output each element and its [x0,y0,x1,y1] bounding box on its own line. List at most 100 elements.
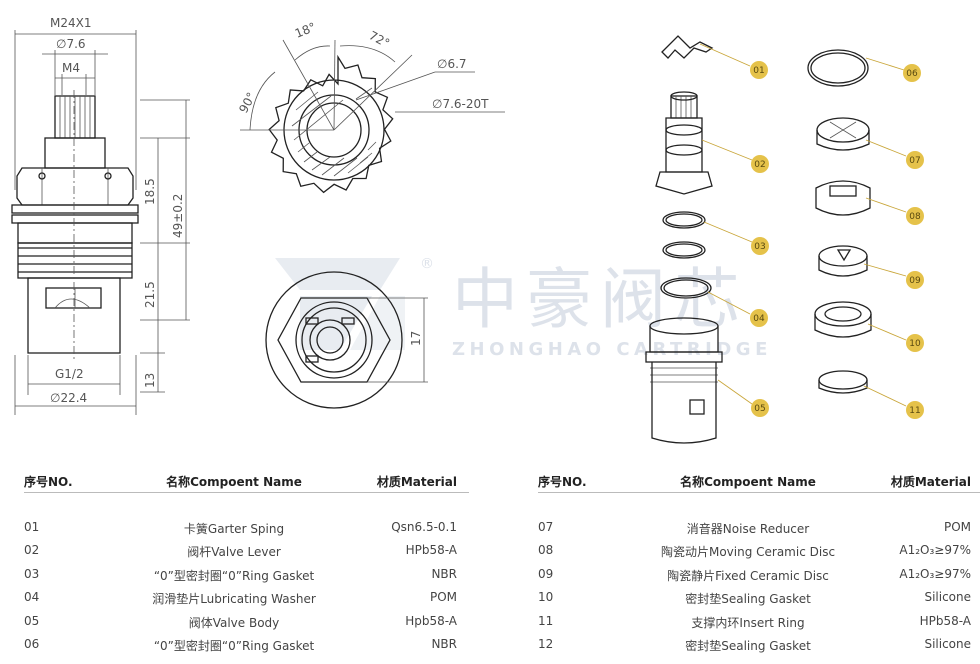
callouts: 01 02 03 04 05 06 07 08 09 10 11 [699,43,924,419]
dim-17: 17 [409,331,423,346]
callout-01 [750,61,768,79]
callout-07-label: 07 [909,156,920,166]
table-row: 07 消音器Noise Reducer POM [538,516,980,539]
callout-07 [906,151,924,169]
callout-05 [751,399,769,417]
cell-name: 阀杆Valve Lever [187,545,281,560]
table-row: 02 阀杆Valve Lever HPb58-A [24,539,469,562]
cell-no: 10 [538,590,554,605]
cell-name: “0”型密封圈“0”Ring Gasket [153,638,315,653]
watermark: ® 中豪阀芯 ZHONGHAO CARTRIDGE [275,256,772,360]
cell-name: 密封垫Sealing Gasket [685,592,811,607]
watermark-brand-cn: 中豪阀芯 [452,261,748,338]
header-no: 序号NO. [538,475,587,489]
callout-08-label: 08 [909,212,921,222]
callout-02-label: 02 [754,160,765,170]
cell-no: 06 [24,636,40,651]
cell-name: 陶瓷静片Fixed Ceramic Disc [667,568,829,583]
cell-material: Qsn6.5-0.1 [391,520,457,534]
table-row: 09 陶瓷静片Fixed Ceramic Disc A1₂O₃≥97% [538,563,980,586]
dim-angle-72: 72° [367,28,392,50]
cell-name: 陶瓷动片Moving Ceramic Disc [660,545,836,560]
exploded-view [645,35,872,444]
callout-09 [906,271,924,289]
side-view: M24X1 ∅7.6 M4 [11,16,190,415]
callout-10 [906,334,924,352]
dim-18-5: 18.5 [143,178,157,205]
dim-angle-18: 18° [293,20,318,41]
table-row: 12 密封垫Sealing Gasket Silicone [538,633,980,656]
watermark-brand-en: ZHONGHAO CARTRIDGE [452,339,772,360]
table-row: 04 润滑垫片Lubricating Washer POM [24,586,469,609]
cell-name: 支撑内环Insert Ring [691,615,805,630]
cell-material: HPb58-A [919,613,971,628]
callout-02 [751,155,769,173]
callout-09-label: 09 [909,276,921,286]
cell-material: POM [429,590,457,605]
table-row: 01 卡簧Garter Sping Qsn6.5-0.1 [24,516,469,539]
cell-material: Silicone [924,636,971,651]
callout-10-label: 10 [909,339,921,349]
cell-no: 02 [24,543,40,558]
cell-material: Hpb58-A [405,613,457,628]
callout-06-label: 06 [906,69,918,79]
cell-no: 01 [24,520,40,534]
cell-no: 04 [24,590,40,605]
callout-08 [906,207,924,225]
cell-material: A1₂O₃≥97% [899,566,971,581]
table-header: 序号NO. 名称Compoent Name 材质Material [24,470,469,493]
dim-21-5: 21.5 [143,281,157,308]
parts-table-right: 序号NO. 名称Compoent Name 材质Material 07 消音器No… [538,470,980,656]
callout-04-label: 04 [753,314,765,324]
callout-03-label: 03 [754,242,765,252]
watermark-registered: ® [420,256,434,272]
parts-table-left: 序号NO. 名称Compoent Name 材质Material 01 卡簧Gar… [24,470,469,656]
table-row: 03 “0”型密封圈“0”Ring Gasket NBR [24,563,469,586]
cell-name: 卡簧Garter Sping [183,522,285,536]
cell-name: “0”型密封圈“0”Ring Gasket [153,568,315,583]
cell-no: 08 [538,543,554,558]
table-row: 10 密封垫Sealing Gasket Silicone [538,586,980,609]
top-view-spline: 18° 72° 90° ∅6.7 ∅7.6-20T [236,20,505,194]
callout-04 [750,309,768,327]
cell-material: HPb58-A [405,543,457,558]
table-row: 06 “0”型密封圈“0”Ring Gasket NBR [24,633,469,656]
dim-d6-7: ∅6.7 [437,57,467,71]
cell-material: POM [943,520,971,534]
dim-13: 13 [143,373,157,388]
dim-angle-90: 90° [236,90,258,115]
callout-05-label: 05 [754,404,765,414]
table-header: 序号NO. 名称Compoent Name 材质Material [538,470,980,493]
header-name: 名称Compoent Name [680,475,816,489]
callout-11 [906,401,924,419]
header-name: 名称Compoent Name [166,475,302,489]
dim-m4: M4 [62,61,80,75]
cell-no: 07 [538,520,554,534]
dim-d7-6: ∅7.6 [56,37,86,51]
cell-material: Silicone [924,590,971,605]
technical-drawing: ® 中豪阀芯 ZHONGHAO CARTRIDGE M24X1 ∅7.6 M4 [11,16,924,444]
cell-name: 消音器Noise Reducer [686,522,810,536]
callout-03 [751,237,769,255]
dim-d7-6-20t: ∅7.6-20T [432,97,489,111]
cell-no: 03 [24,566,40,581]
header-material: 材质Material [376,475,457,489]
dim-g12: G1/2 [55,367,84,381]
header-material: 材质Material [890,475,971,489]
cell-name: 润滑垫片Lubricating Washer [152,592,316,607]
dim-49: 49±0.2 [171,194,185,238]
callout-06 [903,64,921,82]
cell-name: 密封垫Sealing Gasket [685,638,811,653]
cell-no: 12 [538,636,554,651]
cell-name: 阀体Valve Body [188,615,280,630]
cell-no: 09 [538,566,554,581]
header-no: 序号NO. [24,475,73,489]
cell-material: NBR [431,636,457,651]
cell-material: NBR [431,566,457,581]
bottom-view: 17 [265,271,428,409]
cell-no: 05 [24,613,40,628]
dim-d22-4: ∅22.4 [50,391,87,405]
callout-11-label: 11 [909,406,920,416]
